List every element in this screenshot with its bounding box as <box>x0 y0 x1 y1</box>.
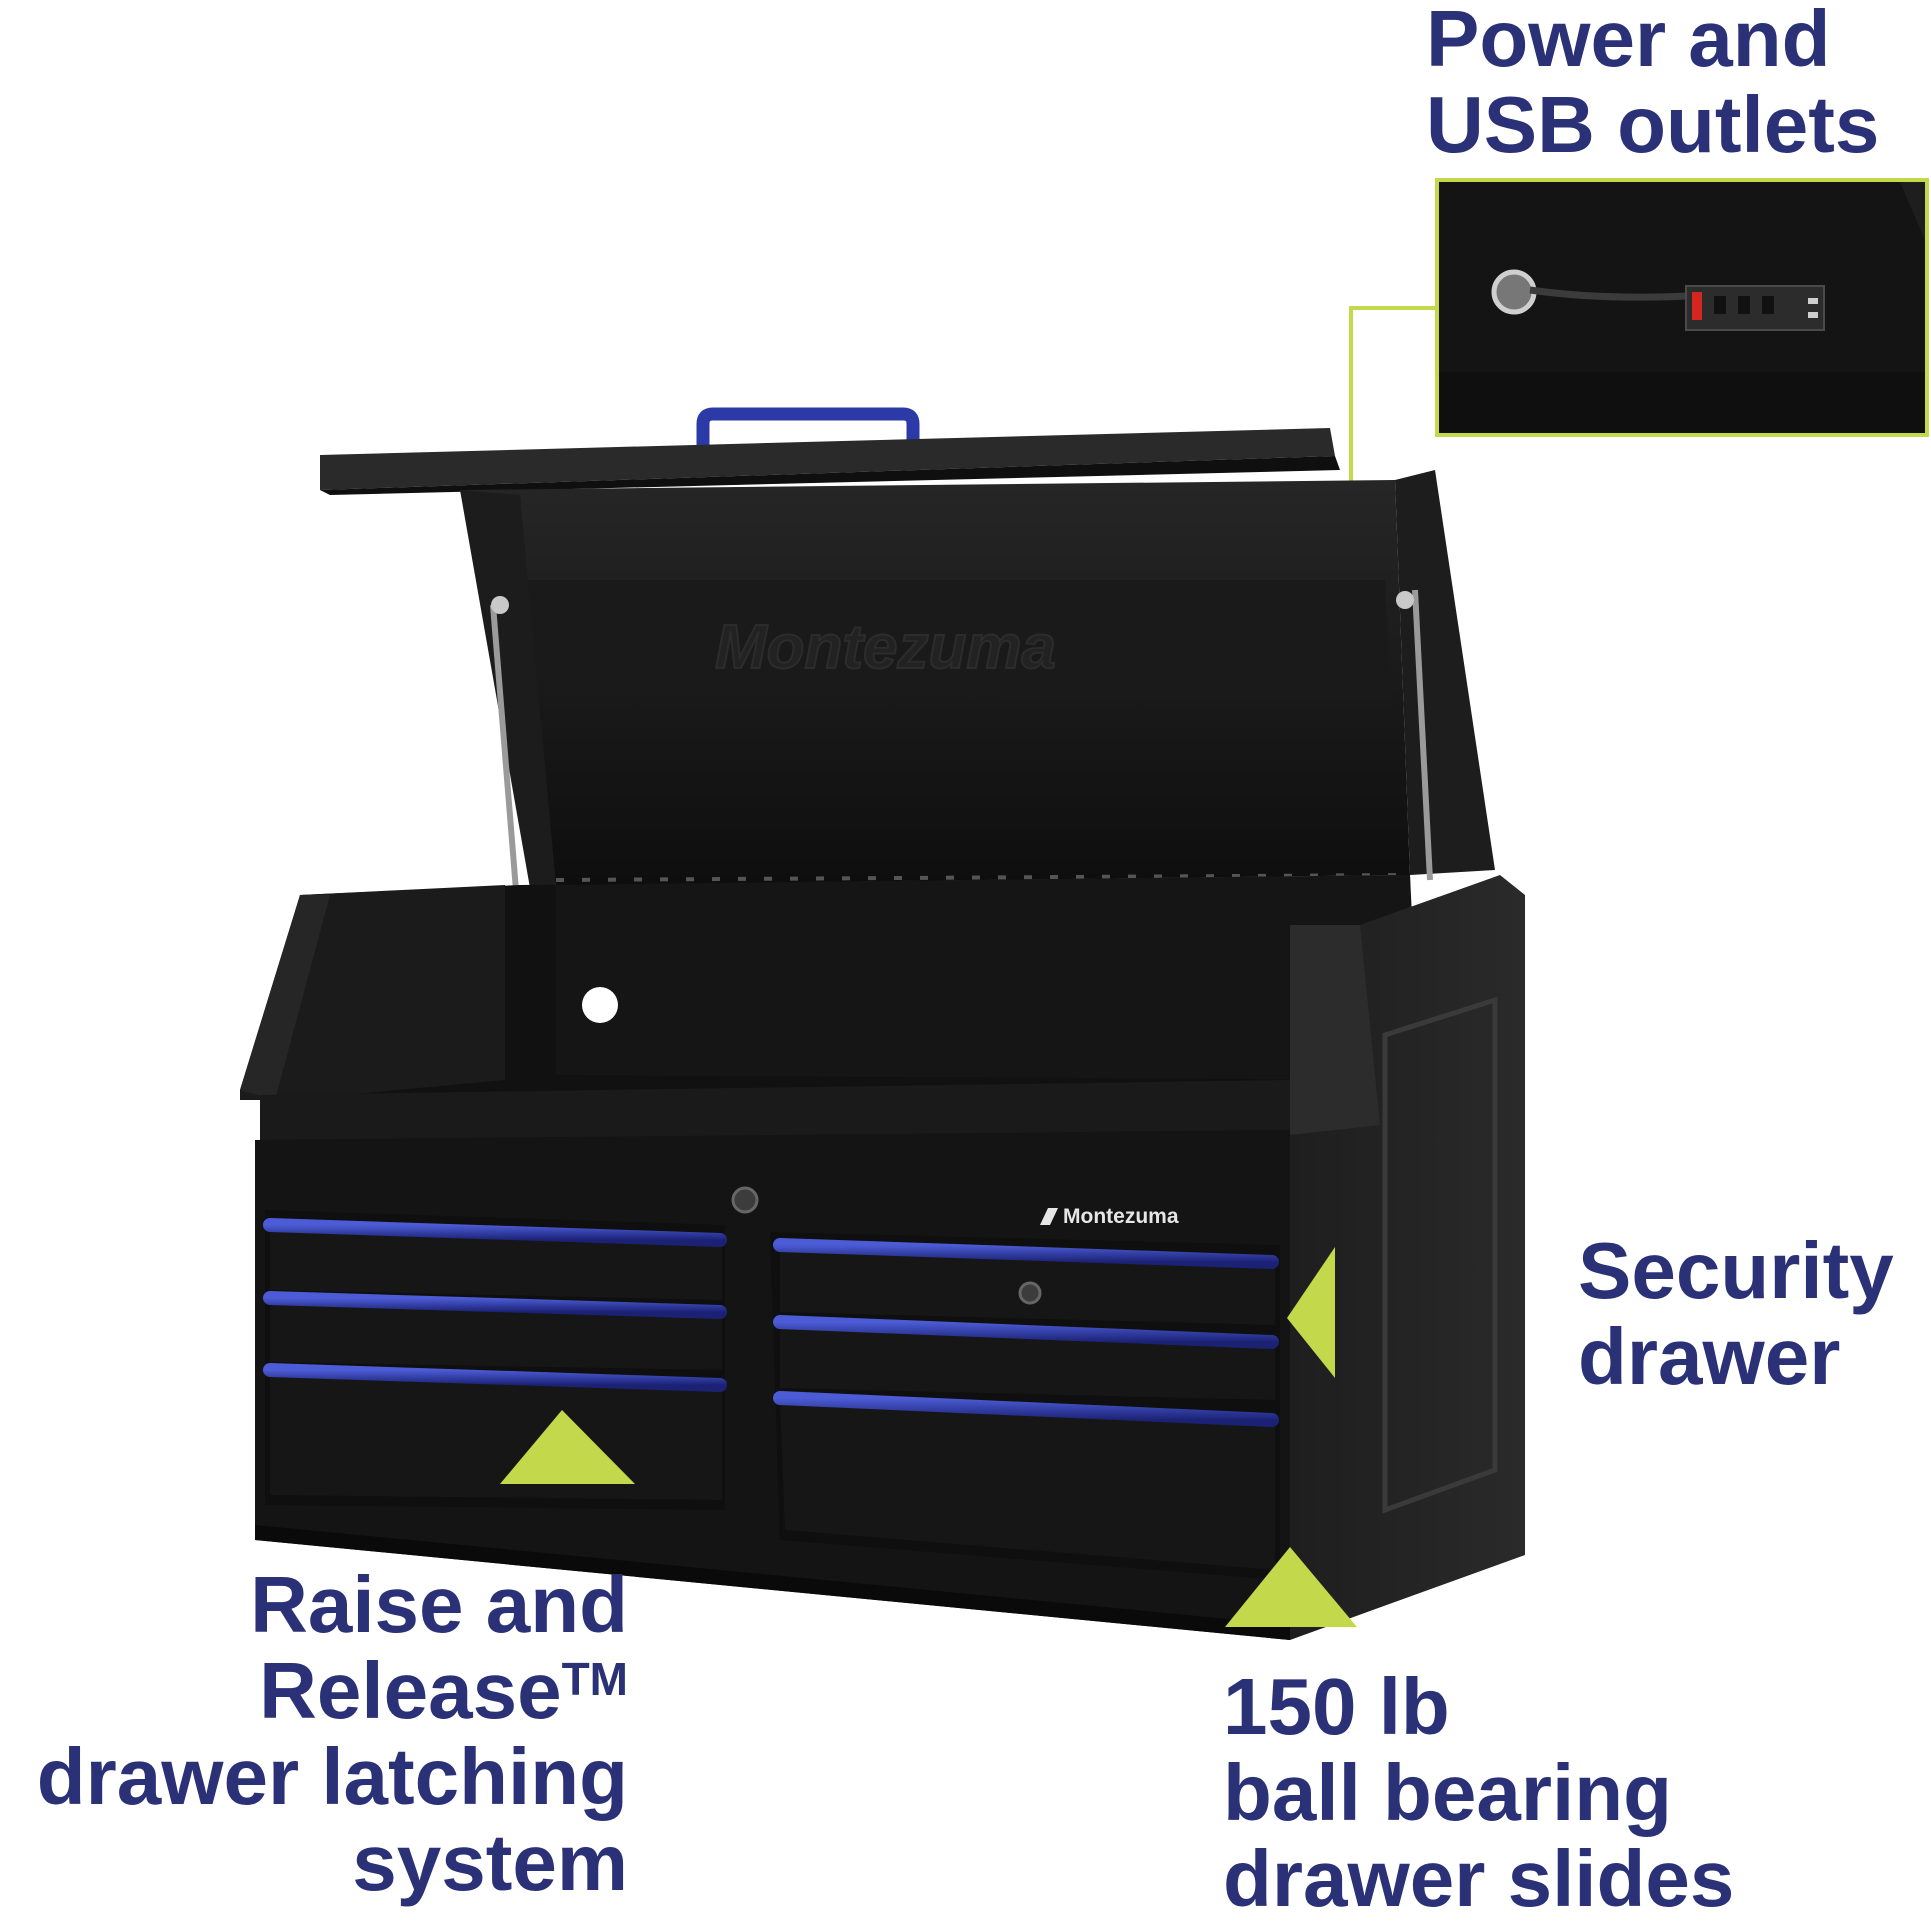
security-drawer-arrow <box>1287 1247 1335 1378</box>
callout-raise-line1: Raise and <box>250 1560 628 1649</box>
callout-raise-line2-wrap: ReleaseTM <box>0 1648 628 1734</box>
drawer-right-3[interactable] <box>780 1402 1275 1570</box>
callout-security-line1: Security <box>1578 1226 1894 1315</box>
drawer-right-1-handle[interactable] <box>773 1238 1279 1269</box>
brand-mark-icon <box>1040 1208 1058 1225</box>
grommet-icon <box>1491 269 1537 315</box>
drawer-left-3[interactable] <box>270 1372 722 1500</box>
drawer-right-2-handle[interactable] <box>773 1315 1279 1349</box>
drawer-left-2[interactable] <box>270 1300 722 1370</box>
raise-release-arrow <box>500 1410 635 1484</box>
front-badge-logo: Montezuma <box>1063 1205 1179 1228</box>
security-drawer-lock-icon <box>1018 1281 1042 1305</box>
callout-drawer-slides: 150 lb ball bearing drawer slides <box>1223 1664 1734 1922</box>
callout-slides-line3: drawer slides <box>1223 1834 1735 1923</box>
callout-power-line2: USB outlets <box>1426 80 1880 169</box>
drawer-left-1[interactable] <box>270 1225 722 1300</box>
drawer-left-2-handle[interactable] <box>263 1291 727 1319</box>
callout-security-line2: drawer <box>1578 1312 1841 1401</box>
lid-handle <box>696 407 920 456</box>
drawer-left-1-handle[interactable] <box>263 1218 727 1247</box>
callout-slides-line1: 150 lb <box>1223 1662 1450 1751</box>
callout-raise-line2: Release <box>259 1646 562 1735</box>
callout-slides-line2: ball bearing <box>1223 1748 1672 1837</box>
left-drawer-stack <box>263 1210 727 1510</box>
callout-raise-release: Raise and ReleaseTM drawer latching syst… <box>0 1562 628 1906</box>
top-lock-icon <box>731 1186 759 1214</box>
drawer-left-3-handle[interactable] <box>263 1363 727 1392</box>
right-drawer-stack <box>770 1232 1280 1580</box>
left-gas-strut <box>490 604 521 916</box>
power-strip-icon <box>1685 285 1825 331</box>
trademark-mark: TM <box>561 1653 628 1705</box>
callout-security-drawer: Security drawer <box>1578 1228 1894 1400</box>
open-lid: Montezuma <box>320 428 1495 916</box>
power-outlet-inset <box>1435 178 1929 437</box>
callout-power-line1: Power and <box>1426 0 1831 83</box>
drawer-right-3-handle[interactable] <box>773 1391 1279 1427</box>
callout-power-usb: Power and USB outlets <box>1426 0 1879 168</box>
right-gas-strut <box>1412 589 1433 881</box>
power-switch-icon <box>1692 292 1702 320</box>
lid-embossed-logo: Montezuma <box>715 613 1056 682</box>
drawer-slides-arrow <box>1225 1547 1357 1627</box>
callout-raise-line4: system <box>352 1818 628 1907</box>
callout-raise-line3: drawer latching <box>36 1732 628 1821</box>
cord-hole <box>582 987 618 1023</box>
